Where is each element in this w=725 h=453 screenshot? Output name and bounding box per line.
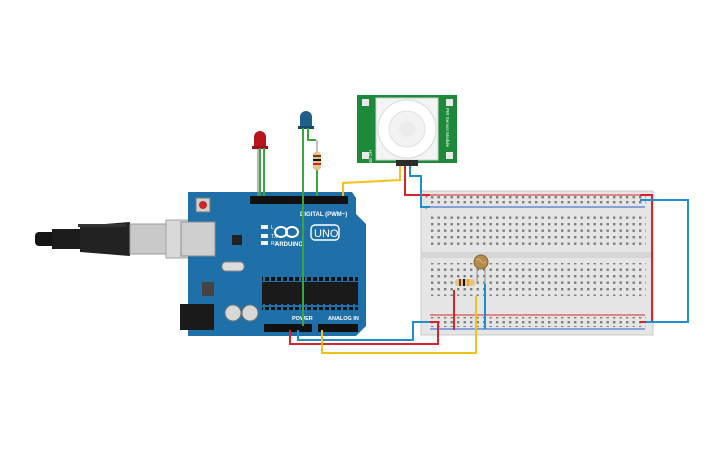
led-tx-indicator: [261, 234, 268, 238]
chip-pins-top: [262, 276, 358, 282]
usb-port: [180, 221, 216, 257]
led-l-indicator: [261, 225, 268, 229]
chip-pins-bottom: [262, 304, 358, 310]
voltage-regulator: [202, 282, 214, 296]
top-rail-holes: [428, 196, 646, 206]
atmega-chip: [262, 282, 358, 304]
breadboard: + -: [420, 190, 654, 336]
crystal: [221, 261, 245, 272]
bottom-rail-holes: [428, 317, 646, 327]
resistor-icon: [313, 140, 321, 170]
wire-red: [289, 321, 439, 345]
resistor-icon: [455, 279, 475, 286]
arduino-uno-board: L TX RX DIGITAL (PWM~) POWER ANALOG IN A…: [180, 192, 366, 336]
pir-sensor-module: HC-SR501 PIR Sensor Module: [357, 95, 457, 172]
power-jack: [180, 304, 214, 330]
arduino-brand: ARDUINO: [275, 242, 303, 248]
wires: [259, 128, 689, 354]
red-led: [252, 131, 268, 196]
center-channel: [421, 252, 653, 258]
rx-label: RX: [271, 241, 279, 247]
wire-blue: [297, 321, 430, 341]
wire-blue: [640, 199, 689, 323]
pir-label-right: PIR Sensor Module: [445, 108, 450, 148]
rail-minus-label: -: [425, 206, 428, 213]
pir-pin-header: [396, 160, 418, 166]
rail-plus-label: +: [425, 195, 429, 201]
capacitor: [224, 304, 242, 322]
led-rx-indicator: [261, 241, 268, 245]
wire-yellow: [342, 166, 401, 196]
usb-cable-icon: [35, 219, 193, 259]
pir-label-left: HC-SR501: [368, 150, 373, 172]
wire-blue: [409, 166, 430, 208]
blue-led: [298, 111, 314, 129]
usb-chip: [232, 235, 242, 245]
arduino-logo: ARDUINO: [274, 226, 303, 248]
photoresistor-icon: [473, 254, 489, 284]
reset-button-cap[interactable]: [199, 201, 207, 209]
l-label: L: [271, 225, 274, 231]
tx-label: TX: [271, 234, 278, 240]
wire-green: [307, 128, 316, 141]
top-terminal-holes: [428, 214, 646, 247]
capacitor: [241, 304, 259, 322]
uno-label: UNO: [314, 228, 339, 240]
wire-yellow: [321, 296, 477, 354]
analog-header-label: ANALOG IN: [328, 316, 359, 322]
digital-header-label: DIGITAL (PWM~): [300, 212, 347, 218]
uno-badge: [310, 224, 340, 241]
